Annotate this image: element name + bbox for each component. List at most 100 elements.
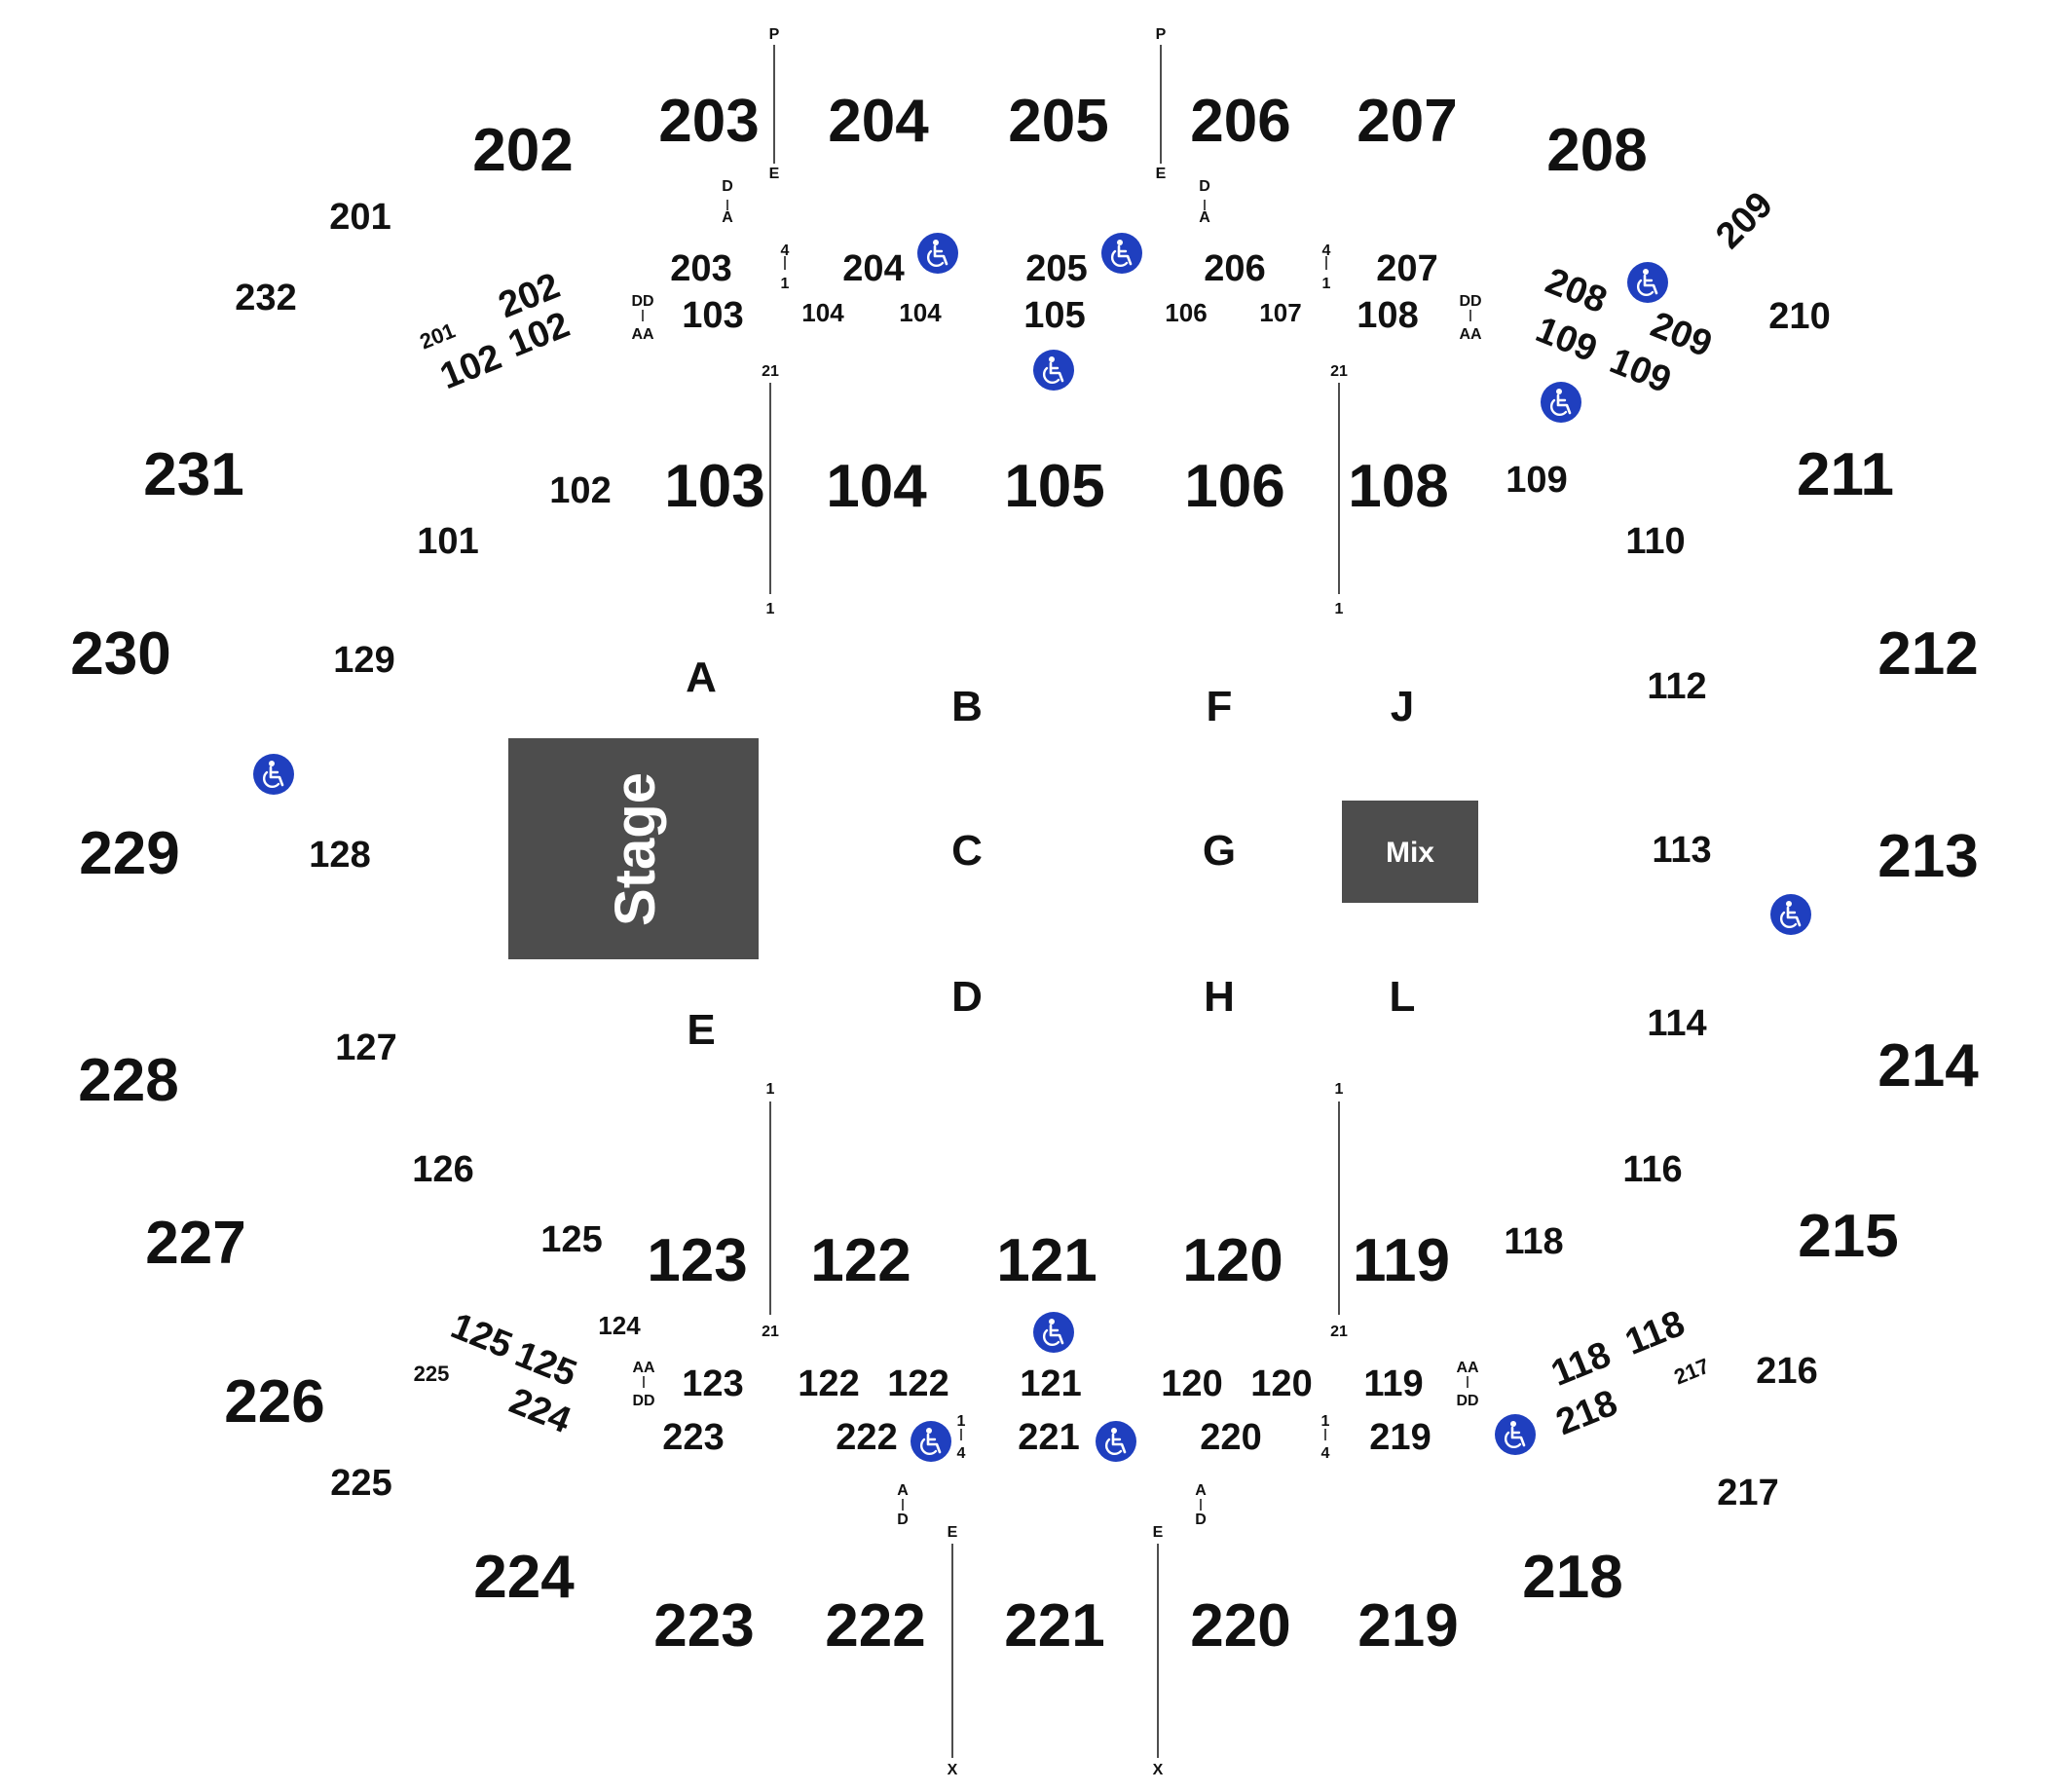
inner-label: 122: [798, 1363, 859, 1404]
section-203[interactable]: 203: [658, 88, 759, 155]
wheelchair-accessible-icon[interactable]: [1094, 1419, 1138, 1464]
wheelchair-accessible-icon[interactable]: [1539, 380, 1583, 425]
inner-label: 125: [445, 1306, 518, 1367]
section-231[interactable]: 231: [143, 441, 243, 508]
section-211[interactable]: 211: [1797, 441, 1894, 508]
section-104[interactable]: 104: [826, 453, 927, 520]
row-marker: D: [1195, 1512, 1207, 1528]
row-marker: 1: [1321, 1413, 1330, 1430]
section-220[interactable]: 220: [1190, 1592, 1290, 1660]
section-208[interactable]: 208: [1546, 117, 1647, 184]
wheelchair-accessible-icon[interactable]: [1625, 260, 1670, 305]
section-223[interactable]: 223: [653, 1592, 754, 1660]
section-204[interactable]: 204: [828, 88, 929, 155]
section-127[interactable]: 127: [335, 1027, 396, 1068]
section-113[interactable]: 113: [1652, 830, 1711, 871]
wheelchair-accessible-icon[interactable]: [915, 231, 960, 276]
floor-section-g[interactable]: G: [1203, 827, 1236, 875]
section-222[interactable]: 222: [825, 1592, 925, 1660]
wheelchair-accessible-icon[interactable]: [1493, 1412, 1538, 1457]
section-106[interactable]: 106: [1184, 453, 1284, 520]
section-126[interactable]: 126: [412, 1149, 473, 1190]
wheelchair-accessible-icon[interactable]: [1031, 348, 1076, 392]
section-229[interactable]: 229: [79, 820, 179, 887]
section-101[interactable]: 101: [417, 521, 478, 562]
section-118[interactable]: 118: [1504, 1221, 1563, 1262]
section-120[interactable]: 120: [1182, 1227, 1283, 1294]
section-217[interactable]: 217: [1717, 1473, 1778, 1513]
section-209[interactable]: 209: [1708, 184, 1781, 257]
section-226[interactable]: 226: [224, 1368, 324, 1436]
floor-section-f[interactable]: F: [1207, 683, 1233, 730]
section-207[interactable]: 207: [1357, 88, 1457, 155]
inner-label: 107: [1259, 298, 1301, 327]
section-225[interactable]: 225: [330, 1463, 391, 1504]
floor-section-j[interactable]: J: [1391, 683, 1414, 730]
section-119[interactable]: 119: [1353, 1227, 1450, 1294]
section-216[interactable]: 216: [1756, 1351, 1817, 1392]
section-213[interactable]: 213: [1878, 823, 1978, 890]
section-108[interactable]: 108: [1348, 453, 1448, 520]
inner-label: 106: [1165, 298, 1207, 327]
floor-section-a[interactable]: A: [686, 653, 717, 701]
inner-label: 123: [682, 1363, 743, 1404]
section-224[interactable]: 224: [473, 1544, 575, 1611]
stage[interactable]: [508, 738, 759, 959]
section-201[interactable]: 201: [329, 197, 390, 238]
inner-label: 104: [801, 298, 844, 327]
row-marker: 1: [766, 1081, 775, 1098]
section-230[interactable]: 230: [70, 620, 170, 688]
floor-section-e[interactable]: E: [687, 1006, 715, 1054]
section-218[interactable]: 218: [1522, 1544, 1622, 1611]
section-123[interactable]: 123: [647, 1227, 747, 1294]
section-105[interactable]: 105: [1004, 453, 1104, 520]
floor-section-h[interactable]: H: [1204, 973, 1235, 1021]
section-129[interactable]: 129: [333, 640, 394, 681]
section-112[interactable]: 112: [1647, 666, 1706, 707]
section-124[interactable]: 124: [598, 1311, 641, 1340]
section-221[interactable]: 221: [1004, 1592, 1104, 1660]
section-215[interactable]: 215: [1798, 1203, 1898, 1270]
section-122[interactable]: 122: [810, 1227, 911, 1294]
section-214[interactable]: 214: [1878, 1032, 1979, 1100]
section-116[interactable]: 116: [1622, 1149, 1682, 1190]
section-210[interactable]: 210: [1768, 296, 1830, 337]
wheelchair-accessible-icon[interactable]: [1768, 892, 1813, 937]
row-marker: 1: [781, 276, 790, 292]
section-219[interactable]: 219: [1357, 1592, 1458, 1660]
floor-section-c[interactable]: C: [951, 827, 983, 875]
section-205[interactable]: 205: [1008, 88, 1108, 155]
section-125[interactable]: 125: [540, 1219, 602, 1260]
row-marker: E: [1153, 1524, 1164, 1541]
row-marker: E: [948, 1524, 958, 1541]
section-128[interactable]: 128: [309, 835, 370, 876]
wheelchair-accessible-icon[interactable]: [251, 752, 296, 797]
row-marker: AA: [632, 1360, 655, 1376]
section-102[interactable]: 102: [549, 470, 611, 511]
row-marker: A: [1195, 1482, 1207, 1499]
wheelchair-accessible-icon[interactable]: [1099, 231, 1144, 276]
section-121[interactable]: 121: [996, 1227, 1097, 1294]
section-103[interactable]: 103: [664, 453, 764, 520]
floor-section-b[interactable]: B: [951, 683, 983, 730]
inner-label: 119: [1363, 1363, 1423, 1404]
section-109[interactable]: 109: [1506, 460, 1567, 501]
section-227[interactable]: 227: [145, 1210, 245, 1277]
section-114[interactable]: 114: [1647, 1003, 1706, 1044]
row-marker: 4: [1321, 1445, 1330, 1462]
wheelchair-accessible-icon[interactable]: [1031, 1310, 1076, 1355]
inner-label: 122: [887, 1363, 948, 1404]
inner-label: 121: [1020, 1363, 1081, 1404]
inner-label: 221: [1018, 1417, 1079, 1458]
section-232[interactable]: 232: [235, 278, 296, 318]
floor-section-l[interactable]: L: [1390, 973, 1416, 1021]
section-206[interactable]: 206: [1190, 88, 1290, 155]
inner-label: 219: [1369, 1417, 1431, 1458]
section-228[interactable]: 228: [78, 1047, 178, 1114]
section-110[interactable]: 110: [1625, 521, 1685, 562]
wheelchair-accessible-icon[interactable]: [909, 1419, 953, 1464]
section-212[interactable]: 212: [1878, 620, 1978, 688]
section-202[interactable]: 202: [472, 117, 573, 184]
floor-section-d[interactable]: D: [951, 973, 983, 1021]
